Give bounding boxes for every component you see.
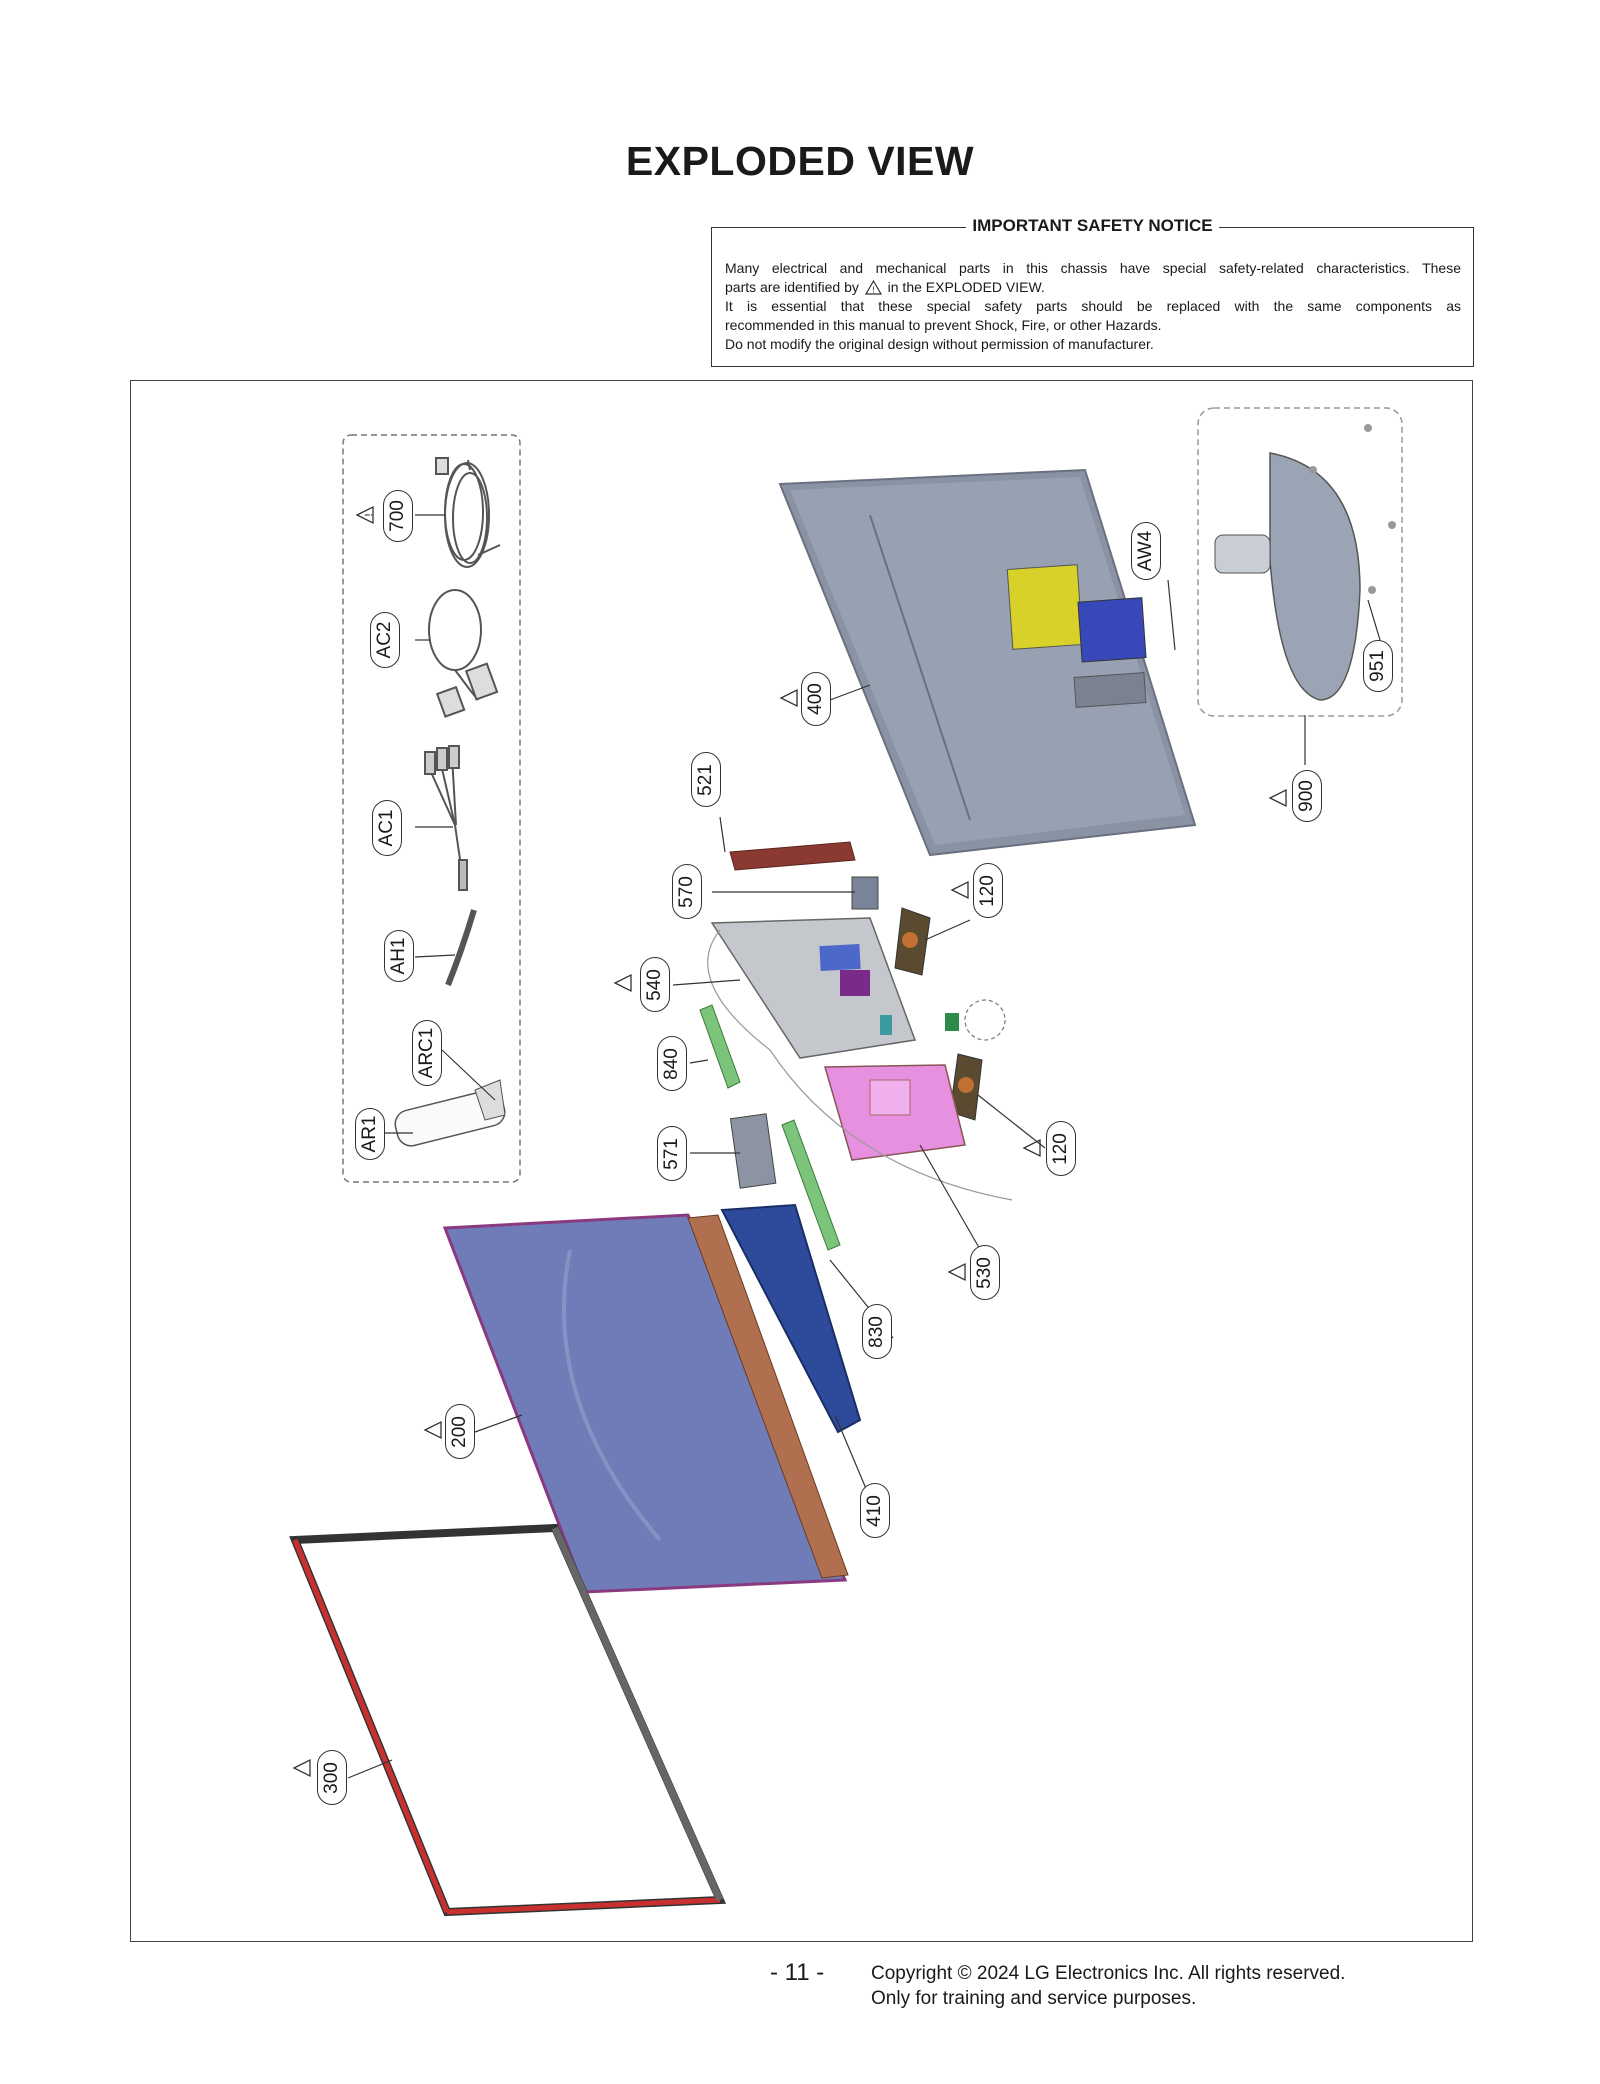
- part-571-drawing: [729, 1113, 777, 1189]
- part-label-120-lower: 120: [1046, 1121, 1076, 1176]
- page-number: - 11 -: [770, 1959, 825, 1986]
- part-label-410: 410: [860, 1483, 890, 1538]
- notice-line-1: Many electrical and mechanical parts in …: [725, 260, 1461, 276]
- part-label-951: 951: [1363, 640, 1393, 692]
- front-bezel-300-drawing: [289, 1523, 727, 1917]
- page-title: EXPLODED VIEW: [625, 138, 975, 184]
- part-label-571: 571: [657, 1126, 687, 1181]
- cable-holder-ah1-drawing: [445, 909, 477, 987]
- part-label-540: 540: [640, 957, 670, 1012]
- part-label-ac2: AC2: [370, 612, 400, 668]
- copyright-line-1: Copyright © 2024 LG Electronics Inc. All…: [871, 1963, 1346, 1984]
- back-cover-400-drawing: [778, 468, 1197, 857]
- part-label-700: 700: [383, 490, 413, 542]
- part-label-400: 400: [801, 672, 831, 726]
- strip-840-drawing: [699, 1004, 741, 1089]
- warning-triangle-icon: [1022, 1138, 1041, 1158]
- copyright-notice: Copyright © 2024 LG Electronics Inc. All…: [871, 1961, 1345, 2011]
- lcd-panel-200-drawing: [442, 1213, 849, 1594]
- part-label-300: 300: [317, 1750, 347, 1805]
- part-label-120-upper: 120: [973, 863, 1003, 918]
- stand-group-outline: [1197, 407, 1403, 717]
- main-board-540-drawing: [710, 917, 917, 1059]
- accessories-group-outline: [342, 434, 521, 1183]
- power-board-530-drawing: [824, 1064, 966, 1161]
- frame-830-drawing: [720, 1203, 862, 1434]
- notice-line-4: recommended in this manual to prevent Sh…: [725, 317, 1162, 333]
- warning-triangle-icon: [779, 688, 798, 708]
- svg-text:!: !: [364, 514, 375, 517]
- warning-triangle-icon: [423, 1420, 442, 1440]
- safety-notice-text: Many electrical and mechanical parts in …: [725, 259, 1461, 354]
- ir-board-outline: [964, 999, 1006, 1041]
- part-label-530: 530: [970, 1245, 1000, 1300]
- part-label-200: 200: [445, 1404, 475, 1459]
- speaker-120b-drawing: [949, 1053, 983, 1121]
- warning-triangle-icon: [1268, 788, 1287, 808]
- part-label-ac1: AC1: [372, 800, 402, 856]
- notice-line-2a: parts are identified by: [725, 279, 859, 295]
- warning-triangle-icon: [292, 1758, 311, 1778]
- svg-text:!: !: [872, 286, 874, 295]
- ir-board-drawing: [945, 1013, 959, 1031]
- leader-lines: [347, 514, 1381, 1779]
- notice-line-5: Do not modify the original design withou…: [725, 336, 1154, 352]
- stand-900-drawing: [1214, 424, 1396, 701]
- strip-green-drawing: [781, 1119, 841, 1251]
- warning-triangle-icon: !: [864, 280, 882, 295]
- part-label-840: 840: [657, 1036, 687, 1091]
- part-label-521: 521: [691, 752, 721, 807]
- notice-line-2b: in the EXPLODED VIEW.: [887, 279, 1045, 295]
- remote-ar1-drawing: [394, 1079, 506, 1147]
- cable-ac1-drawing: [424, 745, 468, 891]
- cable-ac2-drawing: [428, 589, 499, 718]
- safety-notice-heading: IMPORTANT SAFETY NOTICE: [966, 216, 1219, 235]
- part-label-arc1: ARC1: [412, 1020, 442, 1086]
- part-label-570: 570: [672, 864, 702, 919]
- bracket-521-drawing: [729, 841, 856, 871]
- warning-triangle-icon: [613, 973, 632, 993]
- cable-harness: [707, 929, 1013, 1201]
- notice-line-3: It is essential that these special safet…: [725, 298, 1461, 314]
- warning-triangle-icon: [947, 1262, 966, 1282]
- diagram-frame: [130, 380, 1473, 1942]
- safety-notice-box: IMPORTANT SAFETY NOTICE Many electrical …: [711, 216, 1474, 367]
- part-label-900: 900: [1292, 770, 1322, 822]
- part-label-830: 830: [862, 1304, 892, 1359]
- warning-triangle-icon: !: [355, 505, 375, 525]
- part-label-ar1: AR1: [355, 1108, 385, 1160]
- copyright-line-2: Only for training and service purposes.: [871, 1988, 1197, 2009]
- part-label-ah1: AH1: [384, 930, 414, 982]
- part-570-drawing: [851, 876, 879, 910]
- speaker-120a-drawing: [894, 907, 931, 976]
- power-cord-700-drawing: [435, 457, 501, 568]
- part-label-aw4: AW4: [1131, 522, 1161, 580]
- warning-triangle-icon: [950, 880, 969, 900]
